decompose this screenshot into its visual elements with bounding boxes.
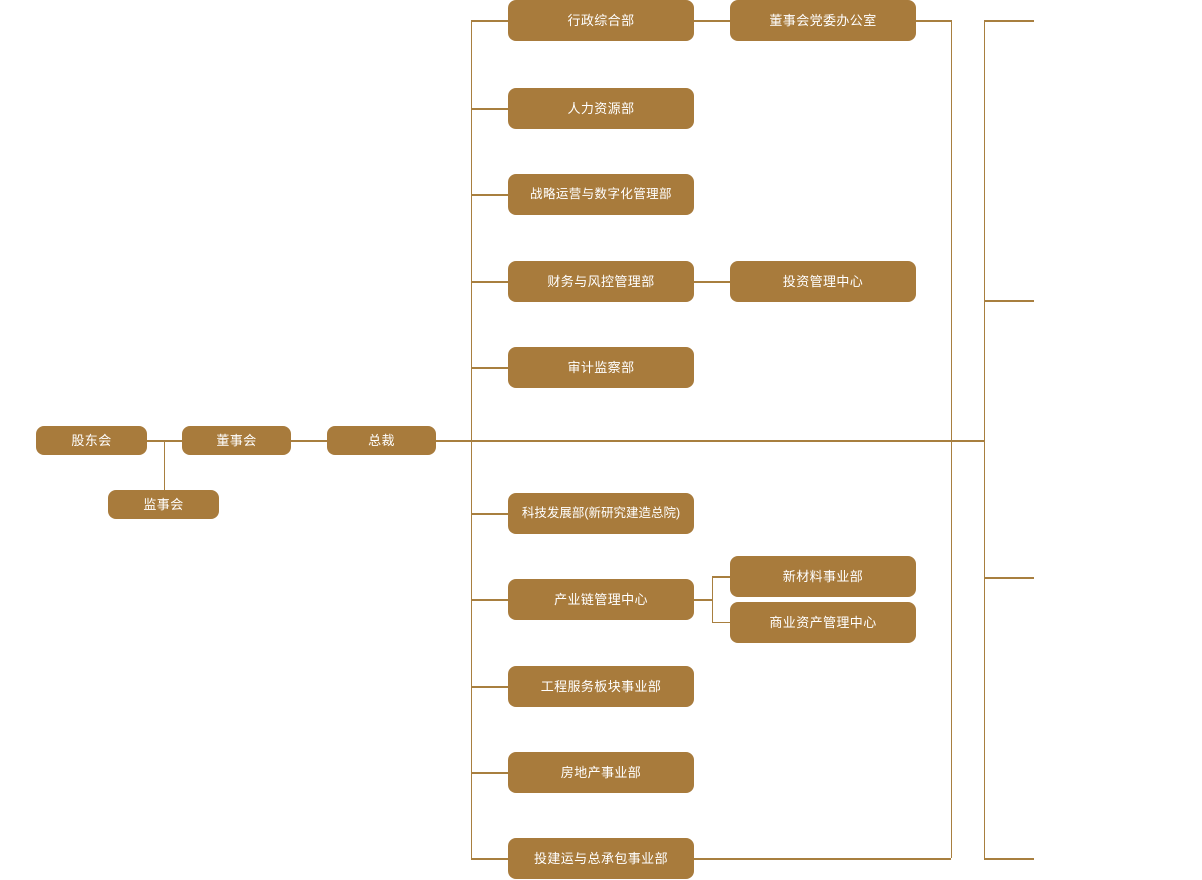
node-tech-dept[interactable]: 科技发展部(新研究建造总院) xyxy=(508,493,694,534)
node-audit-dept[interactable]: 审计监察部 xyxy=(508,347,694,388)
connector-spine-outer-stub-top xyxy=(983,20,1034,22)
node-label: 战略运营与数字化管理部 xyxy=(530,187,672,202)
connector-spine-outer-stub-bottom xyxy=(983,858,1034,860)
connector-department-trunk xyxy=(470,21,472,858)
connector-to-new-materials-div xyxy=(711,576,732,578)
connector-stub-real-estate-div xyxy=(470,772,509,774)
node-industry-chain-center[interactable]: 产业链管理中心 xyxy=(508,579,694,620)
connector-stub-tech-dept xyxy=(470,513,509,515)
node-commercial-assets-center[interactable]: 商业资产管理中心 xyxy=(730,602,916,643)
connector-stub-strategy-dept xyxy=(470,194,509,196)
node-label: 房地产事业部 xyxy=(560,765,642,780)
node-label: 财务与风控管理部 xyxy=(547,274,655,289)
connector-spine-outer-stub-lower xyxy=(983,577,1034,579)
node-label: 董事会党委办公室 xyxy=(769,13,877,28)
node-admin-dept[interactable]: 行政综合部 xyxy=(508,0,694,41)
node-real-estate-div[interactable]: 房地产事业部 xyxy=(508,752,694,793)
node-board-of-directors[interactable]: 董事会 xyxy=(182,426,291,455)
node-investment-center[interactable]: 投资管理中心 xyxy=(730,261,916,302)
connector-right-spine-outer xyxy=(983,20,985,858)
node-label: 董事会 xyxy=(216,433,257,448)
node-label: 产业链管理中心 xyxy=(554,592,648,607)
node-new-materials-div[interactable]: 新材料事业部 xyxy=(730,556,916,597)
connector-board-to-president xyxy=(291,440,327,442)
node-label: 股东会 xyxy=(71,433,112,448)
connector-spine-outer-stub-upper xyxy=(983,300,1034,302)
connector-finance-to-investment-center xyxy=(693,281,731,283)
node-hr-dept[interactable]: 人力资源部 xyxy=(508,88,694,129)
node-label: 工程服务板块事业部 xyxy=(540,679,662,694)
node-finance-dept[interactable]: 财务与风控管理部 xyxy=(508,261,694,302)
connector-president-to-trunk xyxy=(436,440,984,442)
connector-stub-engineering-services-div xyxy=(470,686,509,688)
node-shareholders-meeting[interactable]: 股东会 xyxy=(36,426,147,455)
node-label: 总裁 xyxy=(368,433,395,448)
connector-admin-to-party-office xyxy=(693,20,731,22)
node-engineering-services-div[interactable]: 工程服务板块事业部 xyxy=(508,666,694,707)
node-label: 人力资源部 xyxy=(567,101,635,116)
node-investment-construction-div[interactable]: 投建运与总承包事业部 xyxy=(508,838,694,879)
connector-stub-hr-dept xyxy=(470,108,509,110)
node-label: 行政综合部 xyxy=(567,13,635,28)
node-label: 投资管理中心 xyxy=(782,274,864,289)
node-label: 监事会 xyxy=(143,497,184,512)
connector-right-spine-inner xyxy=(950,20,952,858)
node-president[interactable]: 总裁 xyxy=(327,426,436,455)
connector-to-commercial-assets-center xyxy=(711,621,732,623)
connector-stub-investment-construction-div xyxy=(470,858,509,860)
connector-stub-industry-chain-center xyxy=(470,599,509,601)
connector-stub-admin-dept xyxy=(470,20,509,22)
connector-party-office-to-spine1 xyxy=(916,20,952,22)
connector-stub-audit-dept xyxy=(470,367,509,369)
connector-stub-finance-dept xyxy=(470,281,509,283)
node-board-of-supervisors[interactable]: 监事会 xyxy=(108,490,219,519)
connector-industry-chain-branch-vertical xyxy=(711,576,713,623)
connector-bottom-div-to-spine1 xyxy=(693,858,951,860)
connector-industry-chain-stem xyxy=(693,599,713,601)
node-label: 审计监察部 xyxy=(567,360,635,375)
node-strategy-dept[interactable]: 战略运营与数字化管理部 xyxy=(508,174,694,215)
node-label: 科技发展部(新研究建造总院) xyxy=(521,506,681,521)
node-label: 商业资产管理中心 xyxy=(769,615,877,630)
node-board-party-office[interactable]: 董事会党委办公室 xyxy=(730,0,916,41)
node-label: 投建运与总承包事业部 xyxy=(533,851,668,866)
node-label: 新材料事业部 xyxy=(782,569,864,584)
connector-board-to-supervisors-vertical xyxy=(163,440,165,504)
